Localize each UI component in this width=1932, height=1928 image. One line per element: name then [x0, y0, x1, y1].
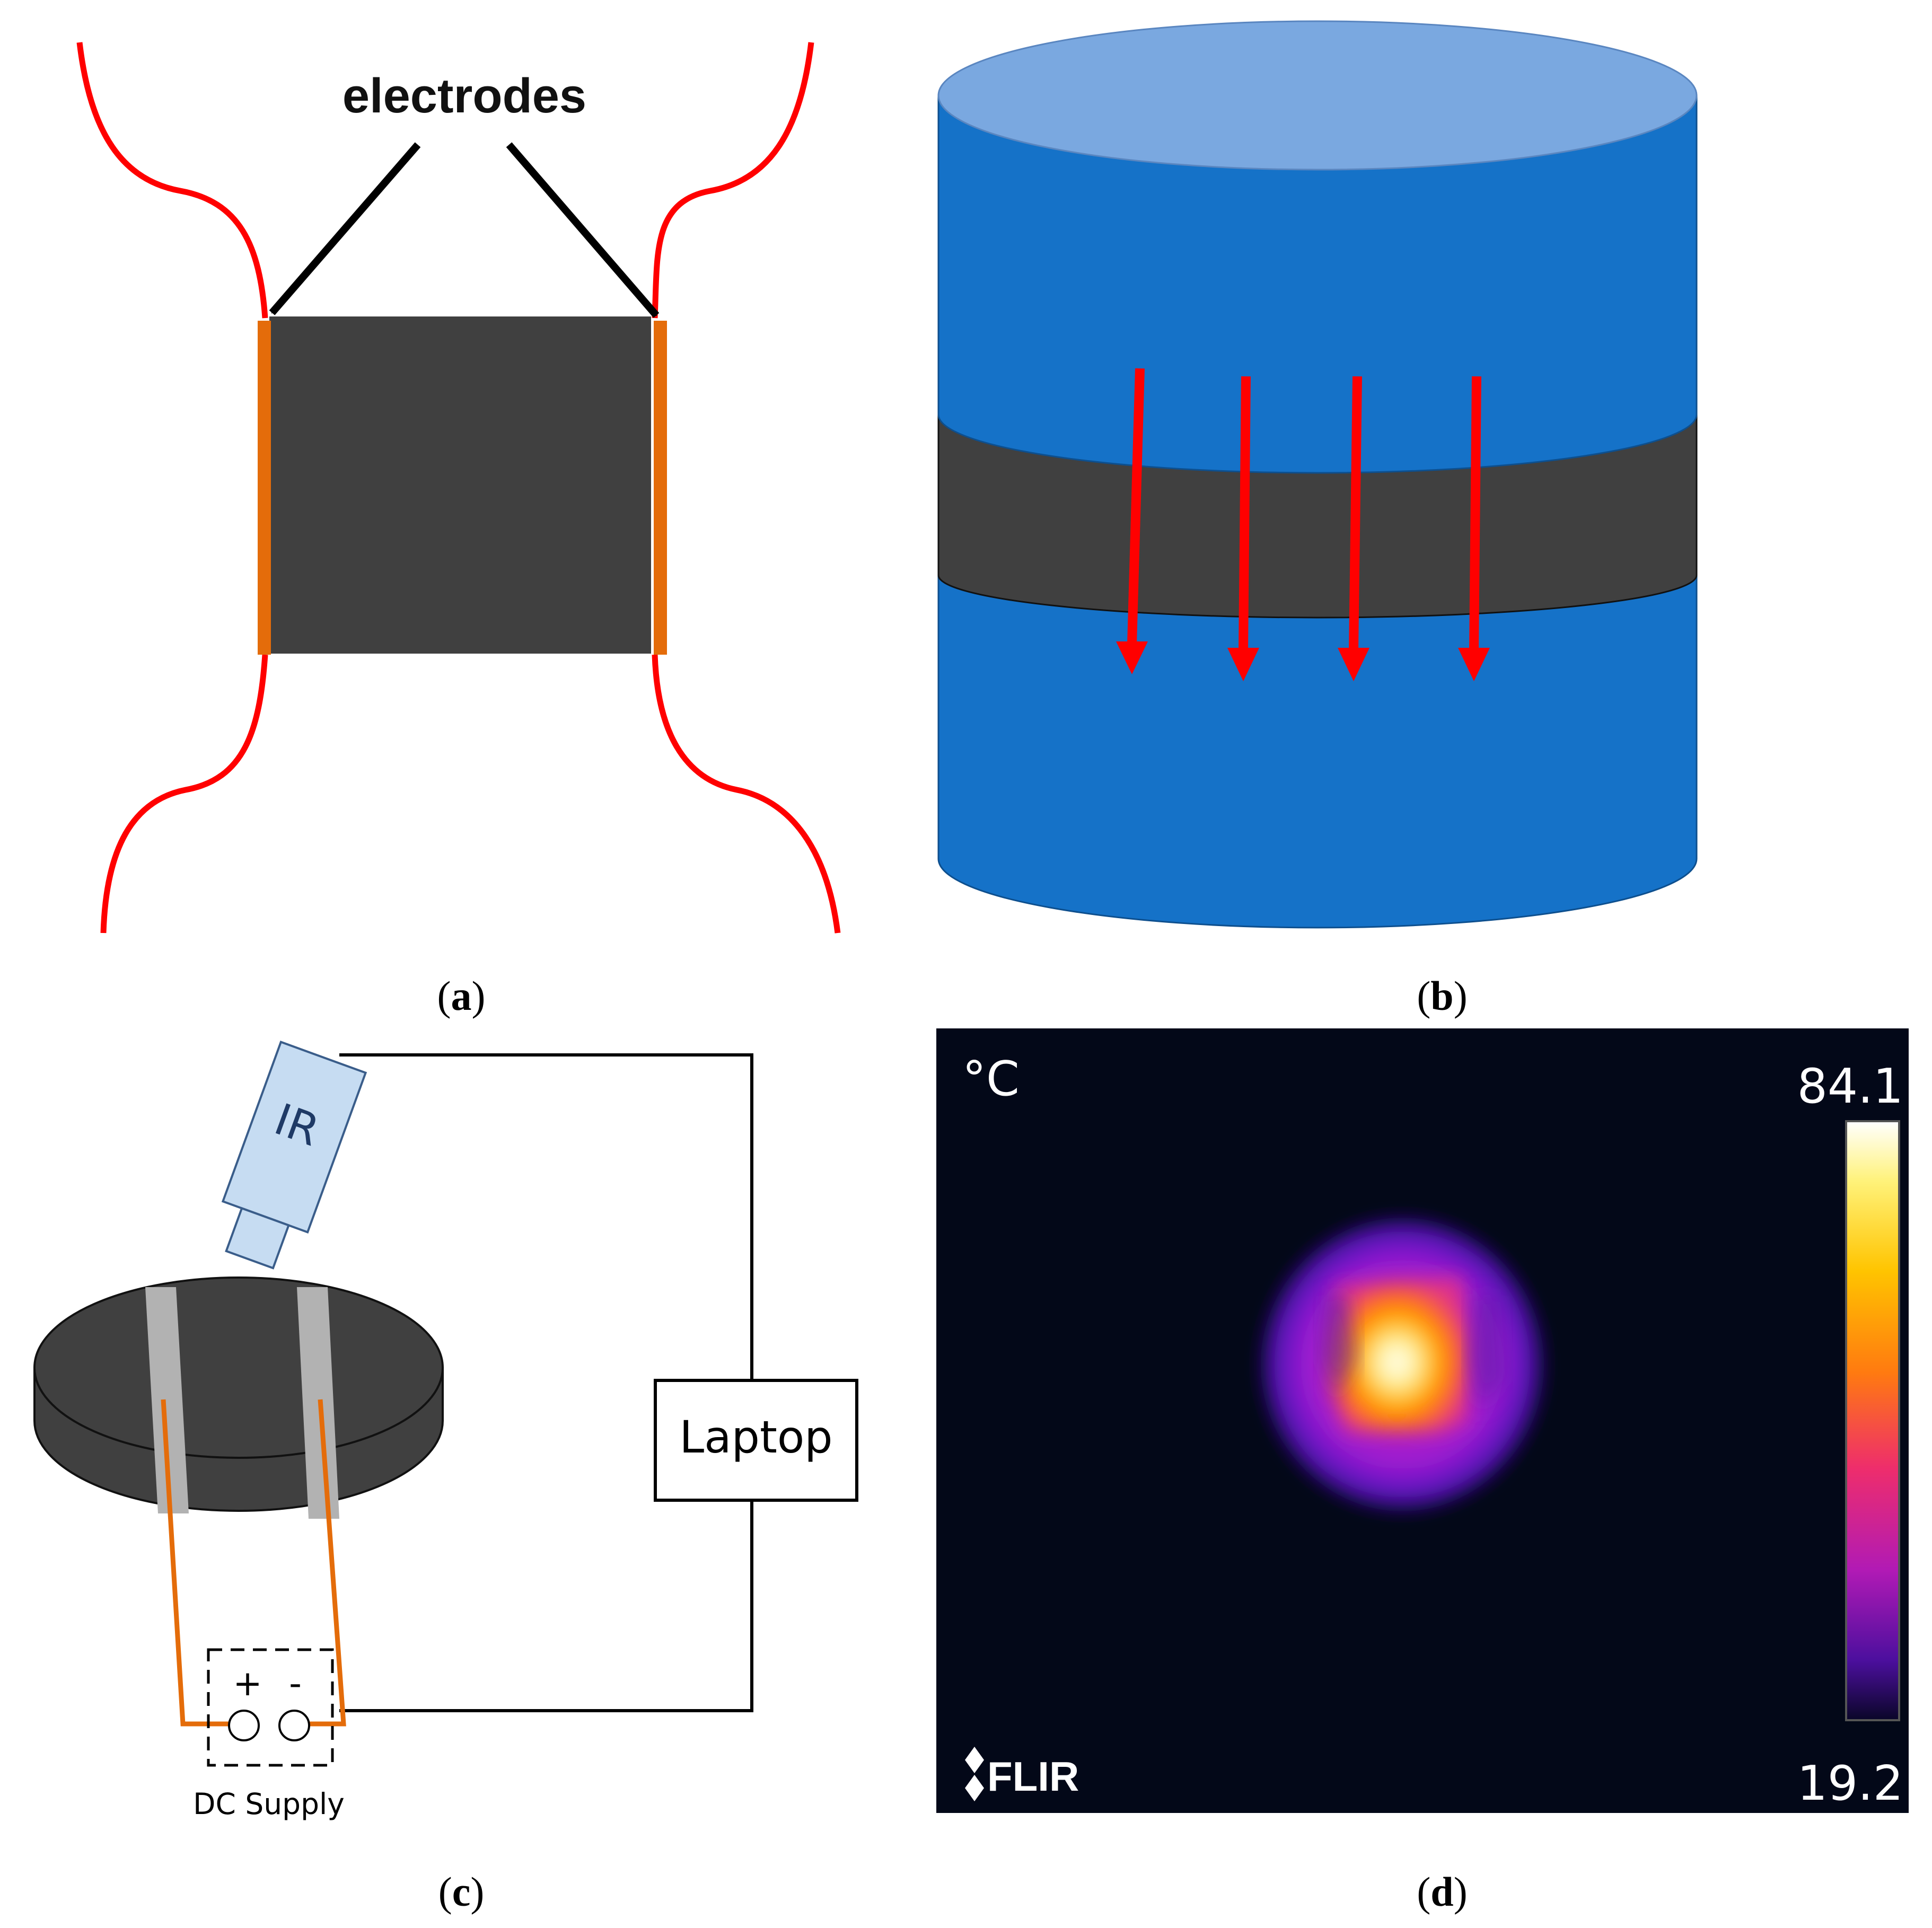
- arrow-right: [506, 142, 660, 318]
- heat-arrow-4: [1458, 376, 1490, 681]
- red-wires: [76, 42, 841, 934]
- top-cylinder-face: [937, 20, 1698, 171]
- plus-label: +: [233, 1663, 262, 1704]
- wire-bottom-left: [100, 654, 268, 934]
- hot-spot: [1249, 1205, 1556, 1524]
- strip-left: [145, 1287, 189, 1513]
- flir-logo: FLIR: [965, 1747, 1079, 1801]
- lead-left: [161, 1399, 231, 1727]
- dc-supply-label: DC Supply: [193, 1787, 345, 1821]
- wire-bottom-right: [652, 654, 841, 934]
- electrodes-label: electrodes: [343, 69, 586, 123]
- electrode-right: [654, 321, 667, 655]
- terminal-negative: [278, 1710, 310, 1741]
- panel-c: IR + - DC Supply Laptop (c): [33, 1041, 858, 1915]
- wire-top-right: [652, 42, 814, 319]
- heat-arrow-1: [1116, 368, 1148, 674]
- color-scale-bar: [1845, 1120, 1900, 1721]
- unit-label: °C: [962, 1051, 1020, 1107]
- panel-d: °C 84.1 19.2 FLIR (d): [936, 1028, 1909, 1915]
- top-cylinder: [937, 94, 1698, 474]
- min-temp: 19.2: [1797, 1756, 1903, 1811]
- max-temp: 84.1: [1797, 1059, 1903, 1114]
- arrow-left: [269, 142, 421, 315]
- terminal-positive: [228, 1710, 260, 1741]
- dc-supply-box: [207, 1648, 334, 1767]
- sample-square: [269, 316, 651, 654]
- wire-top-left: [76, 42, 268, 319]
- ir-sensor: IR: [221, 1041, 367, 1270]
- heat-arrow-3: [1338, 376, 1369, 681]
- heat-flow-arrows: [1116, 368, 1490, 681]
- caption-d: (d): [1417, 1869, 1467, 1915]
- flir-logo-text: FLIR: [987, 1753, 1079, 1800]
- minus-label: -: [289, 1663, 302, 1704]
- lead-right: [297, 1399, 346, 1727]
- laptop-label: Laptop: [679, 1411, 832, 1463]
- flir-logo-mark: [965, 1747, 984, 1801]
- laptop-box: [654, 1379, 858, 1502]
- electrode-left: [258, 321, 271, 655]
- caption-a: (a): [437, 973, 486, 1019]
- sample-disc: [33, 1276, 444, 1727]
- panel-a: electrodes (a): [76, 42, 841, 1019]
- caption-b: (b): [1417, 973, 1467, 1019]
- caption-c: (c): [438, 1869, 485, 1915]
- wire-laptop-supply: [339, 1500, 753, 1712]
- wire-ir-laptop: [339, 1053, 753, 1381]
- heat-arrow-2: [1227, 376, 1259, 681]
- panel-b: (b): [937, 20, 1698, 1019]
